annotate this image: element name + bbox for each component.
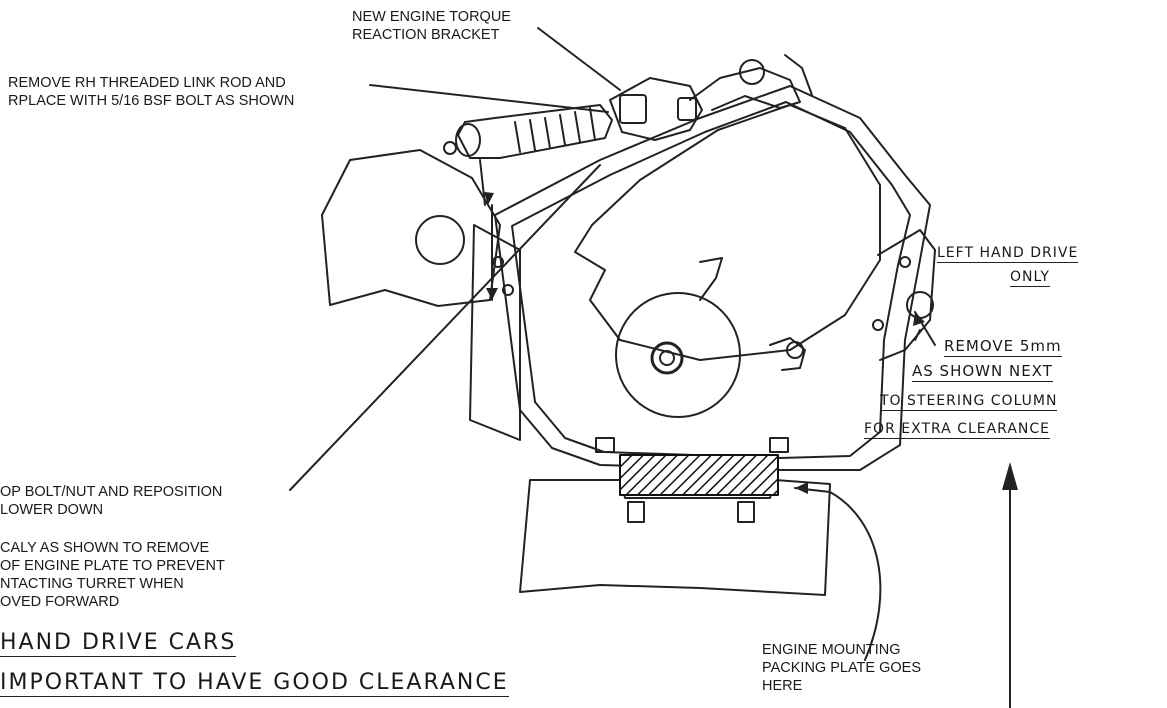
bracket-hole-1	[899, 256, 911, 268]
hand-drive-cars-note: HAND DRIVE CARS	[0, 630, 237, 657]
bracket-body	[609, 77, 703, 141]
bracket-curve	[784, 54, 813, 96]
rod-end-ball	[443, 141, 457, 155]
engine-plate-outline	[494, 85, 931, 471]
mount-stud-left	[627, 501, 645, 523]
timing-cover	[574, 104, 881, 361]
important-clearance-note: IMPORTANT TO HAVE GOOD CLEARANCE	[0, 670, 509, 697]
up-arrow-head	[1002, 462, 1018, 490]
bracket-nut	[619, 94, 647, 124]
leader-arrow-2	[486, 288, 498, 300]
timing-pointer	[699, 257, 723, 301]
link-rod-label: REMOVE RH THREADED LINK ROD AND RPLACE W…	[8, 75, 295, 109]
remove-note-4: FOR EXTRA CLEARANCE	[864, 421, 1051, 439]
bottom-right-stud	[786, 341, 804, 359]
lhd-heading: LEFT HAND DRIVE	[937, 245, 1079, 263]
link-rod	[457, 104, 613, 159]
bracket-nut-2	[677, 97, 697, 121]
turret-panel	[321, 149, 501, 307]
top-bolt-label: OP BOLT/NUT AND REPOSITION LOWER DOWN	[0, 484, 223, 518]
rod-end	[455, 123, 481, 157]
packing-arrow	[795, 482, 808, 494]
engine-plate-label: CALY AS SHOWN TO REMOVE OF ENGINE PLATE …	[0, 540, 225, 610]
remove-note-2: AS SHOWN NEXT	[912, 362, 1053, 382]
leader-arrow-3	[913, 312, 925, 326]
torque-bracket-label: NEW ENGINE TORQUE REACTION BRACKET	[352, 9, 511, 43]
right-bracket	[877, 229, 936, 361]
engine-plate-bevel	[511, 101, 911, 459]
mount-nut-left	[595, 437, 615, 453]
lhd-only: ONLY	[1010, 269, 1050, 287]
bottom-right-boss	[769, 337, 806, 371]
remove-note-1: REMOVE 5mm	[944, 337, 1062, 357]
leader-arrow-1	[484, 192, 494, 205]
mount-nut-right	[769, 437, 789, 453]
plate-hole-2	[502, 284, 514, 296]
mount-stud-right	[737, 501, 755, 523]
crank-boss	[650, 341, 684, 375]
packing-plate-label: ENGINE MOUNTING PACKING PLATE GOES HERE	[762, 642, 922, 694]
crossmember	[519, 479, 831, 596]
torque-bracket-arm	[689, 67, 801, 111]
bracket-eye	[739, 59, 765, 85]
crank-pulley	[615, 292, 741, 418]
turret-hole	[415, 215, 465, 265]
packing-plate	[619, 454, 779, 496]
remove-note-3: TO STEERING COLUMN	[880, 393, 1058, 411]
left-plate-strip	[469, 224, 521, 441]
crank-bore	[659, 350, 675, 366]
bracket-hole-2	[872, 319, 884, 331]
